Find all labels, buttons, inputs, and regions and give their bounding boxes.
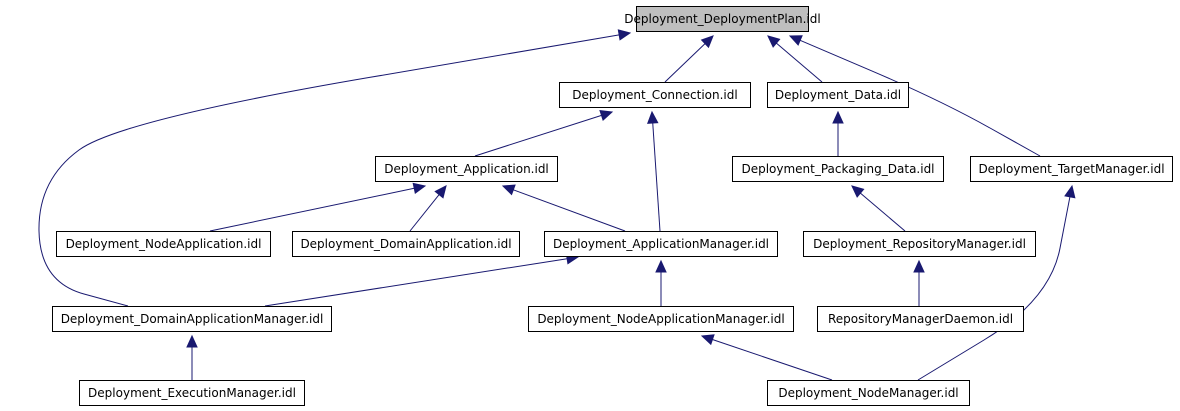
arrowhead-application-manager-to-connection xyxy=(647,110,659,124)
edge-node-application-to-application xyxy=(209,187,415,232)
node-deployment-plan: Deployment_DeploymentPlan.idl xyxy=(624,6,821,32)
node-node-manager[interactable]: Deployment_NodeManager.idl xyxy=(767,380,970,406)
edge-repository-manager-to-packaging-data xyxy=(860,192,906,232)
edge-application-manager-to-connection xyxy=(652,122,661,232)
arrowhead-target-manager-to-plan xyxy=(788,35,803,46)
node-repository-manager[interactable]: Deployment_RepositoryManager.idl xyxy=(803,231,1036,257)
edge-application-to-connection xyxy=(474,114,602,157)
node-domain-application-manager[interactable]: Deployment_DomainApplicationManager.idl xyxy=(52,306,332,332)
edge-domain-application-to-application xyxy=(409,194,440,232)
arrowhead-repository-manager-to-packaging-data xyxy=(851,185,865,198)
node-application[interactable]: Deployment_Application.idl xyxy=(375,156,558,182)
edge-connection-to-plan xyxy=(664,43,706,83)
arrowhead-packaging-data-to-data xyxy=(832,110,844,124)
edge-domain-application-manager-to-application-manager xyxy=(264,258,568,307)
arrowhead-domain-application-to-application xyxy=(434,185,447,199)
arrowhead-execution-manager-to-domain-application-manager xyxy=(186,334,198,348)
node-execution-manager[interactable]: Deployment_ExecutionManager.idl xyxy=(79,380,305,406)
node-node-application-manager[interactable]: Deployment_NodeApplicationManager.idl xyxy=(528,306,794,332)
arrowhead-domain-application-manager-to-plan xyxy=(617,29,632,41)
arrowhead-node-application-manager-to-application-manager xyxy=(655,259,667,273)
arrowhead-node-application-to-application xyxy=(412,182,427,195)
node-repository-manager-daemon[interactable]: RepositoryManagerDaemon.idl xyxy=(817,306,1024,332)
node-target-manager[interactable]: Deployment_TargetManager.idl xyxy=(970,156,1173,182)
edge-node-manager-to-node-application-manager xyxy=(712,339,833,381)
node-data[interactable]: Deployment_Data.idl xyxy=(767,82,909,108)
arrowhead-application-manager-to-application xyxy=(501,184,516,196)
node-node-application[interactable]: Deployment_NodeApplication.idl xyxy=(56,231,271,257)
node-connection[interactable]: Deployment_Connection.idl xyxy=(559,82,751,108)
edge-application-manager-to-application xyxy=(513,189,626,232)
node-domain-application[interactable]: Deployment_DomainApplication.idl xyxy=(292,231,520,257)
arrowhead-node-manager-to-node-application-manager xyxy=(700,334,715,346)
arrowhead-node-manager-to-target-manager xyxy=(1064,184,1076,199)
arrowhead-connection-to-plan xyxy=(700,35,714,49)
edge-data-to-plan xyxy=(776,42,823,83)
node-application-manager[interactable]: Deployment_ApplicationManager.idl xyxy=(544,231,778,257)
arrowhead-repository-manager-daemon-to-repository-manager xyxy=(913,259,925,273)
node-packaging-data[interactable]: Deployment_Packaging_Data.idl xyxy=(732,156,944,182)
arrowhead-data-to-plan xyxy=(767,35,781,48)
arrowhead-application-to-connection xyxy=(599,110,614,122)
edge-node-manager-to-target-manager xyxy=(917,196,1071,381)
